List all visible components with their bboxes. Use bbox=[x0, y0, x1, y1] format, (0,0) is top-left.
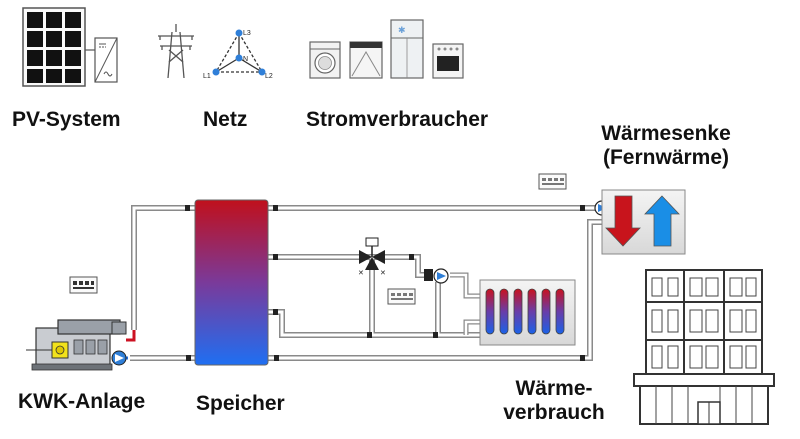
kwk-anlage-label: KWK-Anlage bbox=[18, 390, 146, 413]
waermeverbrauch-label: Wärme- verbrauch bbox=[474, 377, 634, 425]
pv-system-label: PV-System bbox=[12, 108, 121, 131]
arrow-up-icon bbox=[644, 195, 680, 247]
waermesenke-label: Wärmesenke (Fernwärme) bbox=[572, 122, 760, 170]
stromverbraucher-label: Stromverbraucher bbox=[306, 108, 489, 131]
waermesenke-line2: (Fernwärme) bbox=[602, 146, 730, 170]
waermesenke-line1: Wärmesenke bbox=[601, 122, 731, 145]
waermeverbrauch-line2: verbrauch bbox=[503, 401, 605, 425]
arrow-down-icon bbox=[605, 195, 641, 247]
netz-label: Netz bbox=[203, 108, 248, 131]
phase-l2-label: L2 bbox=[265, 73, 273, 80]
dishwasher-icon bbox=[349, 41, 383, 79]
three-way-valve-icon: ✕ ✕ bbox=[358, 237, 386, 277]
building-icon bbox=[633, 269, 775, 425]
phase-l1-label: L1 bbox=[203, 73, 211, 80]
kwk-circuit-pump-icon bbox=[111, 350, 127, 366]
svg-text:✕: ✕ bbox=[358, 270, 364, 277]
inverter-icon bbox=[94, 37, 118, 83]
waermeverbrauch-line1: Wärme- bbox=[515, 377, 593, 400]
storage-tank-speicher bbox=[194, 199, 269, 366]
controller-unit-consumer bbox=[387, 288, 416, 305]
consumer-circuit-pump-icon bbox=[424, 268, 449, 284]
controller-unit-heat-sink bbox=[538, 173, 567, 190]
svg-text:✕: ✕ bbox=[380, 270, 386, 277]
sensor-markers bbox=[185, 205, 585, 361]
power-pylon-icon bbox=[158, 24, 194, 79]
refrigerator-icon: ✱ bbox=[390, 19, 424, 79]
kwk-chp-unit-icon bbox=[26, 319, 127, 371]
controller-unit-kwk bbox=[69, 276, 98, 294]
speicher-label: Speicher bbox=[196, 392, 285, 415]
svg-text:✱: ✱ bbox=[398, 26, 406, 36]
radiator-icon bbox=[479, 279, 576, 346]
phase-n-label: N bbox=[243, 56, 248, 63]
washing-machine-icon bbox=[309, 41, 341, 79]
oven-icon bbox=[432, 43, 464, 79]
district-heating-exchanger-icon bbox=[601, 189, 686, 255]
three-phase-grid-icon: L3 N L1 L2 bbox=[203, 29, 273, 80]
pv-system-icon bbox=[22, 7, 118, 87]
phase-l3-label: L3 bbox=[243, 30, 251, 37]
